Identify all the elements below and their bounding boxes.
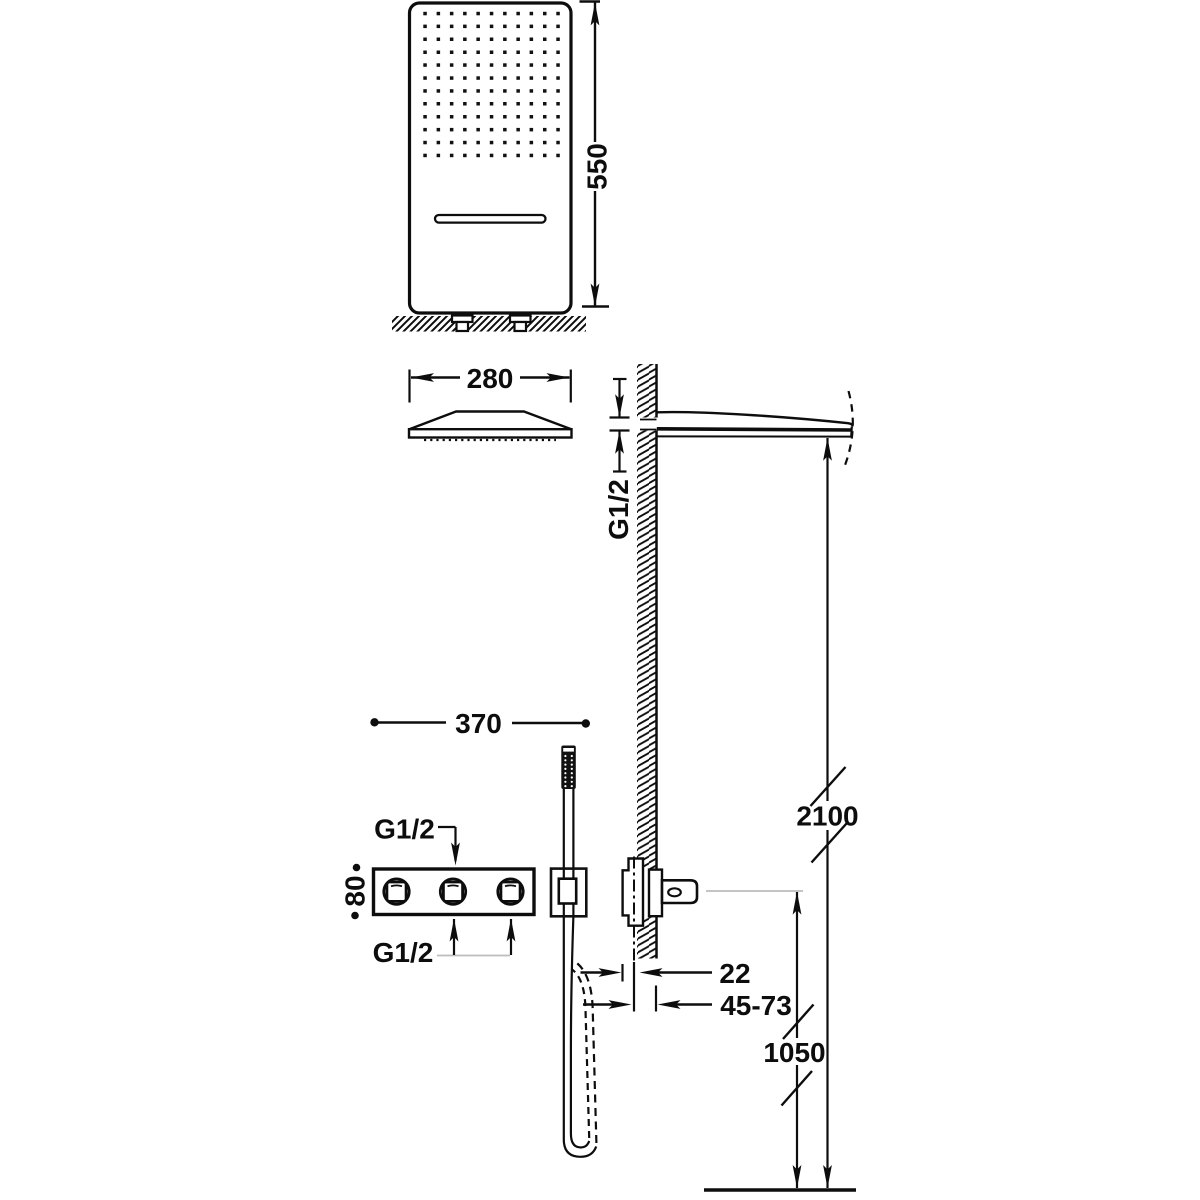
- hose-inner-dashed: [570, 968, 591, 1139]
- head-profile-top: [408, 410, 573, 431]
- head-profile-base: [407, 428, 573, 439]
- mixer-knob-2: [438, 877, 468, 906]
- head-side-top: [656, 410, 854, 427]
- handshower-grip-cap: [563, 748, 574, 752]
- dim-2100-break-2: [810, 822, 848, 864]
- panel-foot-right: [508, 314, 532, 333]
- wall-hatch-2: [637, 430, 657, 869]
- hose-inner-solid: [569, 915, 591, 1149]
- dim-g12-wall: G1/2: [603, 377, 634, 540]
- hose-outer-solid: [562, 916, 598, 1158]
- dim-370-dot-right: [581, 719, 590, 728]
- dim-80-label: 80: [340, 875, 371, 906]
- dim-550: 550: [579, 0, 613, 308]
- label-g12-top: G1/2: [374, 814, 460, 866]
- elbow-outlet-hole: [667, 887, 682, 898]
- handshower-grip: [561, 745, 576, 789]
- head-side-spout: [656, 427, 852, 432]
- panel-foot-left: [450, 314, 474, 333]
- hand-shower: [549, 745, 598, 1158]
- head-side-view: [656, 390, 854, 467]
- wall-hatch-1: [637, 364, 657, 418]
- handshower-grip-dots: [564, 754, 573, 788]
- dim-1050-label: 1050: [763, 1037, 825, 1068]
- dim-1050-break-2: [780, 1070, 813, 1107]
- waterfall-slot: [433, 213, 547, 224]
- wall-hatch-3: [637, 916, 657, 959]
- dim-370-dot-left: [370, 718, 379, 727]
- dim-4573-label: 45-73: [720, 990, 792, 1021]
- dim-370-label: 370: [455, 708, 502, 739]
- dim-1050-break-1: [782, 1003, 815, 1040]
- nozzle-grid: [423, 11, 560, 158]
- head-panel-outline: [407, 1, 573, 315]
- mixer-front-view: [371, 867, 536, 917]
- dim-280-label: 280: [467, 363, 514, 394]
- dim-1050: 1050: [706, 890, 826, 1188]
- mount-hatch-band: [392, 316, 586, 332]
- dim-280: 280: [408, 363, 572, 403]
- dim-45-73: 45-73: [583, 985, 792, 1021]
- wall-section: [637, 364, 658, 959]
- dim-2100: 2100: [796, 437, 859, 1188]
- holder-plate: [549, 867, 588, 918]
- dim-550-label: 550: [582, 143, 613, 190]
- dim-80-dot-top: [352, 863, 361, 872]
- dim-80-dot-bottom: [351, 911, 359, 920]
- mixer-knob-3: [496, 877, 525, 906]
- dim-g12-top-label: G1/2: [374, 814, 435, 845]
- dim-370: 370: [370, 708, 590, 739]
- dim-g12-wall-label: G1/2: [603, 479, 634, 540]
- dim-2100-label: 2100: [796, 801, 858, 832]
- panel-mount-hatch: [392, 314, 586, 333]
- label-g12-bottom: G1/2: [373, 918, 516, 968]
- head-side-tip-arc: [843, 390, 854, 467]
- dim-2100-break-1: [809, 766, 847, 807]
- holder-clamp: [557, 877, 578, 905]
- dim-22-label: 22: [719, 958, 750, 989]
- elbow-flange: [647, 868, 664, 918]
- mixer-knob-1: [382, 877, 411, 906]
- dim-80: 80: [340, 863, 371, 920]
- dim-22: 22: [580, 958, 751, 1012]
- dim-g12-bottom-label: G1/2: [373, 937, 434, 968]
- wall-outlet-elbow: [621, 856, 699, 962]
- elbow-body: [621, 857, 645, 927]
- head-bottom-view: [407, 1, 573, 315]
- hose-outer-dashed: [574, 960, 598, 1144]
- head-front-view: [407, 410, 573, 442]
